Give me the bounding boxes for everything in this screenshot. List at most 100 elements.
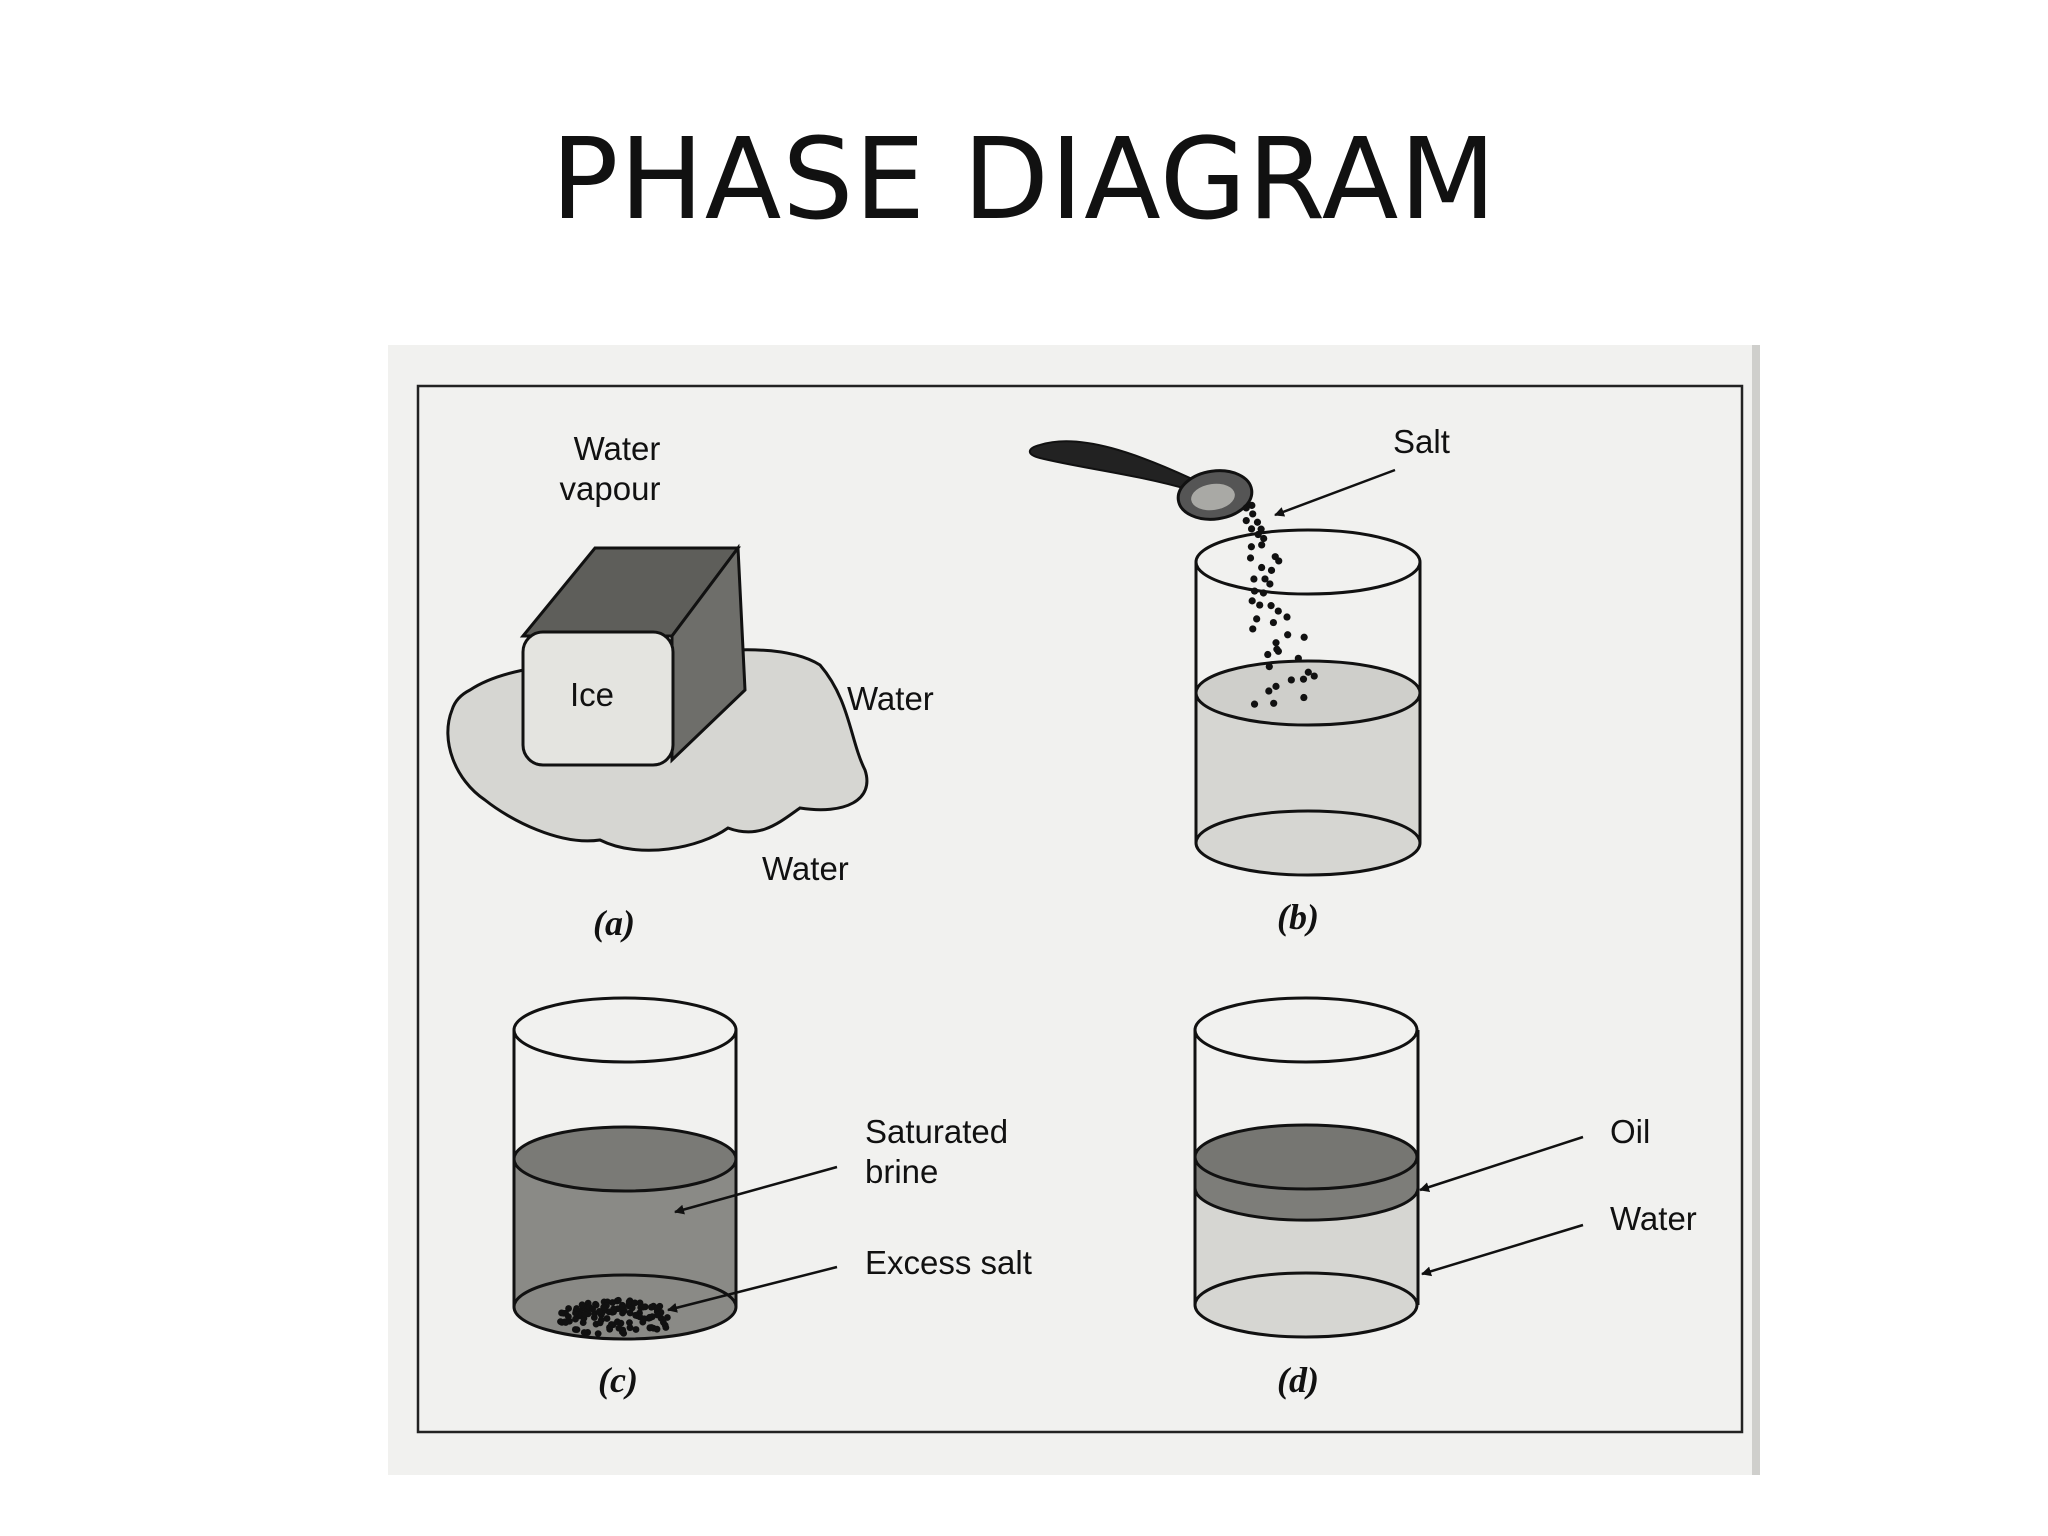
saturated-brine-label-line1: Saturated	[865, 1113, 1008, 1150]
salt-grain	[1265, 687, 1273, 695]
oil-label: Oil	[1610, 1113, 1650, 1150]
salt-grain	[578, 1301, 586, 1309]
salt-grain	[1275, 557, 1283, 565]
ice-front-face	[521, 630, 675, 767]
caption-d: (d)	[1277, 1360, 1319, 1400]
salt-grain	[1258, 563, 1266, 572]
salt-grain	[1250, 700, 1259, 708]
salt-grain	[1247, 543, 1255, 551]
salt-grain	[646, 1324, 654, 1331]
salt-grain	[614, 1296, 622, 1304]
salt-grain	[1248, 597, 1256, 605]
salt-grain	[631, 1299, 639, 1307]
salt-grain	[1267, 566, 1276, 574]
beaker-d-oil-surface	[1193, 1123, 1419, 1191]
salt-grain	[606, 1325, 614, 1333]
salt-grains-falling	[1242, 501, 1318, 708]
salt-grain	[1242, 517, 1250, 525]
salt-grain	[632, 1311, 640, 1319]
scan-right-shadow	[1752, 345, 1760, 1475]
salt-grain	[1247, 525, 1256, 533]
beaker-c-brine-surface	[512, 1125, 738, 1193]
figure-frame	[416, 384, 1744, 1434]
salt-grain	[648, 1303, 655, 1311]
salt-grain	[595, 1307, 603, 1315]
water-label-bottom: Water	[762, 850, 849, 887]
salt-grain	[613, 1318, 621, 1326]
salt-grain	[646, 1313, 654, 1321]
water-label-right: Water	[847, 680, 934, 717]
salt-grain	[1284, 631, 1292, 639]
salt-grain	[626, 1309, 634, 1317]
salt-grain	[581, 1311, 589, 1319]
salt-grain	[1253, 518, 1262, 526]
salt-grain	[1250, 575, 1258, 583]
salt-grain	[1259, 589, 1268, 597]
salt-grain	[1242, 504, 1250, 512]
salt-grain	[600, 1303, 608, 1311]
salt-grain	[625, 1298, 633, 1306]
caption-c: (c)	[598, 1360, 638, 1400]
salt-grain	[1294, 654, 1302, 662]
water-label: Water	[1610, 1200, 1697, 1237]
salt-grain	[653, 1325, 661, 1333]
salt-grain	[1270, 699, 1278, 707]
salt-grain	[663, 1314, 671, 1321]
caption-a: (a)	[593, 903, 635, 943]
salt-arrow	[1274, 468, 1396, 517]
salt-grain	[596, 1319, 604, 1327]
salt-grain	[654, 1311, 661, 1319]
water-vapour-label-line1: Water	[574, 430, 661, 467]
salt-grain	[1264, 650, 1272, 659]
salt-grain	[589, 1305, 597, 1313]
salt-grain	[557, 1318, 564, 1326]
ice-label: Ice	[570, 676, 614, 713]
salt-grain	[1300, 693, 1308, 702]
salt-label: Salt	[1393, 423, 1450, 460]
salt-grain	[594, 1330, 602, 1338]
saturated-brine-label-line2: brine	[865, 1153, 938, 1190]
salt-grain	[1248, 501, 1256, 509]
spoon-handle	[1028, 440, 1191, 492]
salt-grain	[626, 1319, 633, 1327]
salt-grain	[603, 1315, 611, 1322]
panel-c: Saturated brine Excess salt (c)	[512, 996, 1032, 1400]
beaker-b-bottom	[1194, 809, 1422, 877]
salt-grain	[1272, 639, 1280, 647]
salt-grain	[1246, 554, 1255, 562]
salt-grain	[1250, 587, 1259, 595]
salt-grain	[609, 1299, 616, 1306]
salt-grain	[558, 1309, 565, 1317]
excess-salt-pile	[557, 1296, 671, 1338]
salt-grain	[1310, 672, 1318, 680]
salt-grain	[1257, 525, 1265, 533]
water-arrow	[1421, 1223, 1584, 1277]
salt-grain	[640, 1315, 648, 1323]
caption-b: (b)	[1277, 897, 1319, 937]
beaker-c-rim	[512, 996, 738, 1064]
salt-grain	[565, 1305, 572, 1312]
salt-grain	[1269, 618, 1278, 627]
salt-grain	[632, 1326, 640, 1333]
salt-grain	[659, 1318, 667, 1326]
salt-grain	[1274, 607, 1282, 615]
salt-grain	[579, 1319, 587, 1326]
salt-grain	[619, 1303, 627, 1311]
salt-grain	[610, 1305, 617, 1313]
beaker-d-bottom	[1193, 1271, 1419, 1339]
salt-grain	[1283, 613, 1291, 621]
salt-grain	[1300, 633, 1308, 641]
beaker-d-rim	[1193, 996, 1419, 1064]
salt-grain	[639, 1303, 647, 1311]
salt-grain	[1265, 662, 1273, 671]
salt-grain	[1249, 510, 1257, 518]
water-vapour-label-line2: vapour	[560, 470, 661, 507]
oil-water-interface	[1193, 1187, 1420, 1222]
salt-grain	[1249, 625, 1257, 633]
salt-grain	[1256, 601, 1264, 609]
salt-grain	[1299, 675, 1308, 683]
salt-grain	[564, 1313, 572, 1321]
panel-b: Salt (b)	[1028, 423, 1450, 937]
panel-a: Water vapour Ice Water Water (a)	[446, 430, 934, 943]
